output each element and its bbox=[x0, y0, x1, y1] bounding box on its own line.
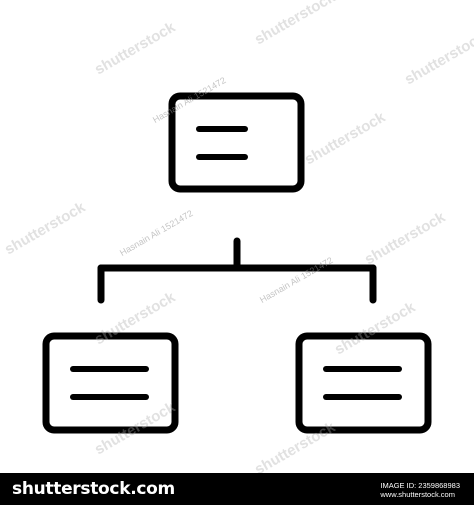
left-node-box bbox=[42, 332, 179, 434]
right-node-box bbox=[295, 332, 432, 434]
image-id-text: IMAGE ID: 2359868983 bbox=[380, 481, 460, 490]
site-url-text: www.shutterstock.com bbox=[380, 490, 455, 499]
footer-bar: shutterstock.com IMAGE ID: 2359868983 ww… bbox=[0, 473, 474, 505]
footer-image-id: IMAGE ID: 2359868983 www.shutterstock.co… bbox=[380, 481, 460, 499]
footer-logo: shutterstock.com bbox=[12, 479, 175, 499]
org-chart-icon bbox=[42, 92, 432, 434]
top-node-box bbox=[168, 92, 305, 193]
icon-canvas: shutterstock shutterstock shutterstock s… bbox=[2, 0, 474, 478]
